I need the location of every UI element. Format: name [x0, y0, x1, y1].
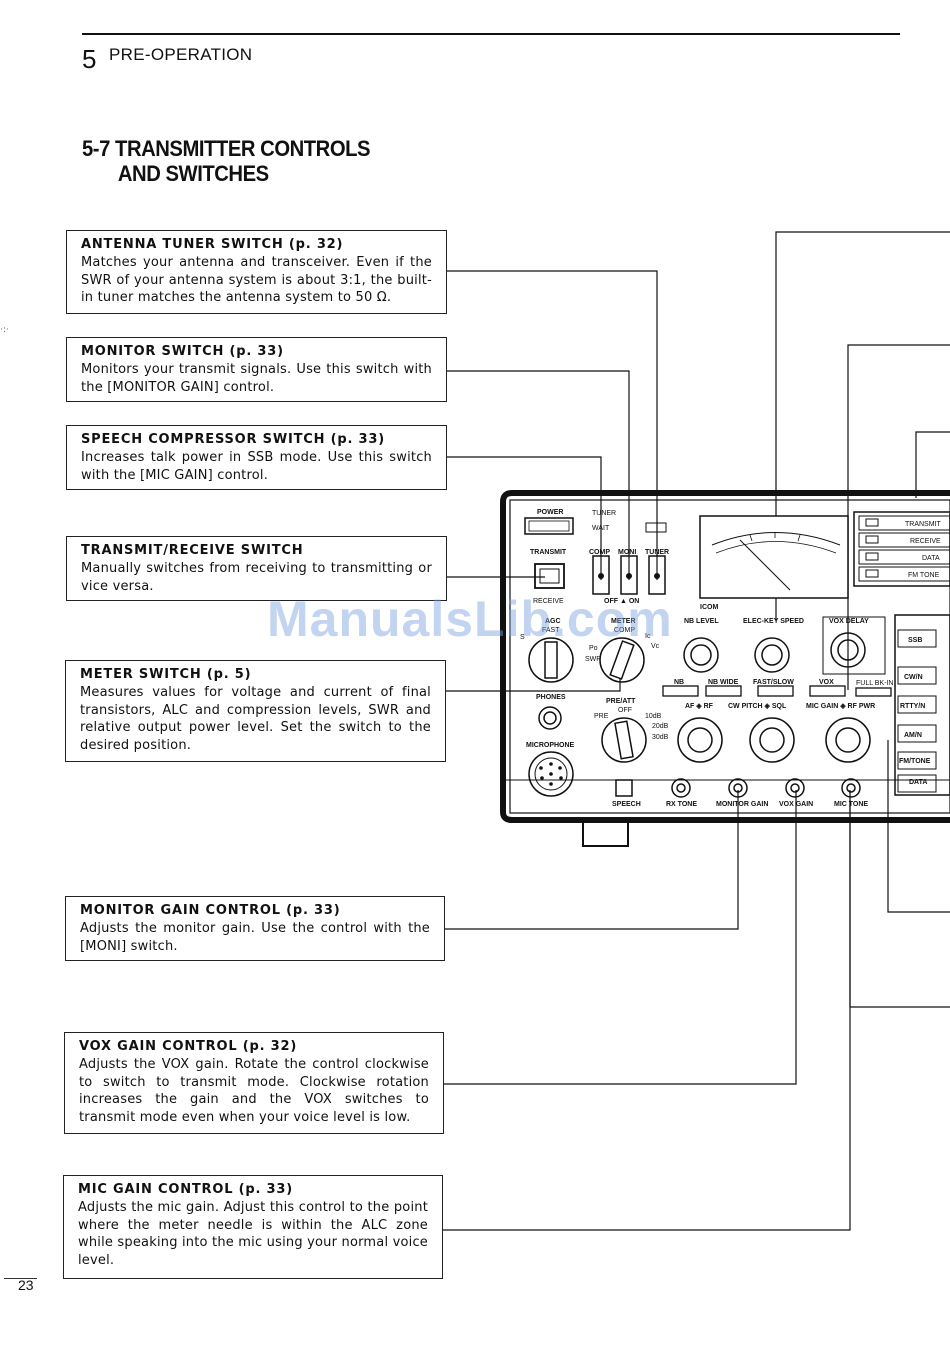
- callout-title: VOX GAIN CONTROL (p. 32): [79, 1039, 298, 1054]
- label-wait: WAIT: [592, 525, 610, 532]
- label-po: Po: [589, 645, 598, 652]
- label-data-r: DATA: [922, 555, 940, 562]
- label-monitor-gain: MONITOR GAIN: [716, 801, 768, 808]
- label-mic-tone: MIC TONE: [834, 801, 868, 808]
- label-tuner: TUNER: [592, 510, 616, 517]
- label-off: OFF: [618, 707, 632, 714]
- label-comp-2: COMP: [614, 627, 635, 634]
- label-microphone: MICROPHONE: [526, 742, 575, 749]
- label-fast-slow: FAST/SLOW: [753, 679, 794, 686]
- label-comp: COMP: [589, 549, 610, 556]
- label-full-bk-in: FULL BK-IN: [856, 680, 893, 687]
- page-number: 23: [18, 1277, 34, 1293]
- label-swr: SWR: [585, 656, 601, 663]
- callout-desc: Increases talk power in SSB mode. Use th…: [81, 450, 432, 483]
- label-nb: NB: [674, 679, 684, 686]
- label-30db: 30dB: [652, 734, 669, 741]
- label-cw-pitch-sql: CW PITCH ◈ SQL: [728, 703, 787, 710]
- callout-title: MIC GAIN CONTROL (p. 33): [78, 1182, 293, 1197]
- callout-desc: Adjusts the monitor gain. Use the contro…: [80, 921, 430, 954]
- label-20db: 20dB: [652, 723, 669, 730]
- label-pre-att: PRE/ATT: [606, 698, 636, 705]
- label-data: DATA: [909, 779, 927, 786]
- callout-speech-compressor-switch: SPEECH COMPRESSOR SWITCH (p. 33) Increas…: [66, 425, 447, 490]
- callout-desc: Measures values for voltage and current …: [80, 685, 431, 753]
- section-name: PRE-OPERATION: [109, 45, 253, 64]
- label-meter: METER: [611, 618, 636, 625]
- heading-line-1: 5-7 TRANSMITTER CONTROLS: [82, 136, 371, 161]
- label-am-n: AM/N: [904, 732, 922, 739]
- label-tuner-2: TUNER: [645, 549, 669, 556]
- callout-desc: Adjusts the mic gain. Adjust this contro…: [78, 1200, 428, 1268]
- callout-title: ANTENNA TUNER SWITCH (p. 32): [81, 237, 344, 252]
- callout-vox-gain-control: VOX GAIN CONTROL (p. 32) Adjusts the VOX…: [64, 1032, 444, 1134]
- heading-line-2: AND SWITCHES: [117, 161, 269, 186]
- page-heading: 5-7 TRANSMITTER CONTROLS AND SWITCHES: [82, 136, 395, 186]
- label-fm-tone-r: FM TONE: [908, 572, 940, 579]
- label-transmit-r: TRANSMIT: [905, 521, 942, 528]
- label-vox-delay: VOX DELAY: [829, 618, 869, 625]
- callout-meter-switch: METER SWITCH (p. 5) Measures values for …: [65, 660, 446, 762]
- label-vox: VOX: [819, 679, 834, 686]
- callout-mic-gain-control: MIC GAIN CONTROL (p. 33) Adjusts the mic…: [63, 1175, 443, 1279]
- callout-antenna-tuner-switch: ANTENNA TUNER SWITCH (p. 32) Matches you…: [66, 230, 447, 314]
- label-receive-r: RECEIVE: [910, 538, 941, 545]
- callout-desc: Monitors your transmit signals. Use this…: [81, 362, 432, 395]
- label-power: POWER: [537, 509, 563, 516]
- page-number-rule: [4, 1278, 37, 1279]
- callout-monitor-switch: MONITOR SWITCH (p. 33) Monitors your tra…: [66, 337, 447, 402]
- callout-desc: Manually switches from receiving to tran…: [81, 561, 432, 594]
- leader-lines: [443, 231, 950, 1231]
- callout-desc: Adjusts the VOX gain. Rotate the control…: [79, 1057, 429, 1125]
- label-ic: Ic: [645, 633, 651, 640]
- label-elec-key-speed: ELEC-KEY SPEED: [743, 618, 804, 625]
- label-agc: AGC: [545, 618, 561, 625]
- label-rx-tone: RX TONE: [666, 801, 697, 808]
- label-fm-tone: FM/TONE: [899, 758, 931, 765]
- section-number: 5: [82, 44, 97, 74]
- label-moni: MONI: [618, 549, 636, 556]
- panel-body: [500, 490, 950, 847]
- label-af-rf: AF ◈ RF: [685, 703, 714, 710]
- label-ssb: SSB: [908, 637, 922, 644]
- label-receive: RECEIVE: [533, 598, 564, 605]
- label-vc: Vc: [651, 643, 660, 650]
- label-phones: PHONES: [536, 694, 566, 701]
- label-vox-gain: VOX GAIN: [779, 801, 813, 808]
- label-nb-wide: NB WIDE: [708, 679, 739, 686]
- label-10db: 10dB: [645, 713, 662, 720]
- callout-title: SPEECH COMPRESSOR SWITCH (p. 33): [81, 432, 385, 447]
- label-s: S: [520, 634, 525, 641]
- callout-title: MONITOR GAIN CONTROL (p. 33): [80, 903, 341, 918]
- callout-title: TRANSMIT/RECEIVE SWITCH: [81, 543, 304, 558]
- watermark: ManualsLib.com: [267, 591, 673, 647]
- callout-title: METER SWITCH (p. 5): [80, 667, 252, 682]
- label-fast: FAST: [542, 627, 560, 634]
- label-rtty-n: RTTY/N: [900, 703, 925, 710]
- label-off-on: OFF ▲ ON: [604, 598, 639, 605]
- panel-labels: POWER TUNER WAIT TRANSMIT COMP MONI TUNE…: [520, 509, 942, 808]
- header-rule: [82, 33, 900, 35]
- callout-monitor-gain-control: MONITOR GAIN CONTROL (p. 33) Adjusts the…: [65, 896, 445, 961]
- label-cw-n: CW/N: [904, 674, 923, 681]
- callout-transmit-receive-switch: TRANSMIT/RECEIVE SWITCH Manually switche…: [66, 536, 447, 601]
- label-pre: PRE: [594, 713, 609, 720]
- label-nb-level: NB LEVEL: [684, 618, 719, 625]
- callout-title: MONITOR SWITCH (p. 33): [81, 344, 284, 359]
- label-transmit: TRANSMIT: [530, 549, 567, 556]
- margin-mark: ·:·: [0, 325, 9, 335]
- label-brand: ICOM: [700, 604, 718, 611]
- label-speech: SPEECH: [612, 801, 641, 808]
- callout-desc: Matches your antenna and transceiver. Ev…: [81, 255, 432, 305]
- label-mic-gain-rf-pwr: MIC GAIN ◈ RF PWR: [806, 703, 875, 710]
